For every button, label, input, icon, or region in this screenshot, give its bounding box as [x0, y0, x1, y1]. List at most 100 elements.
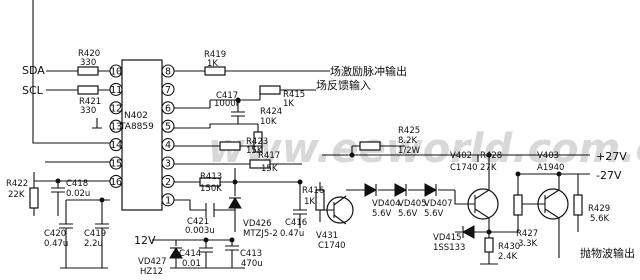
r416-value: 1K	[304, 197, 315, 207]
junction-dot	[203, 237, 209, 243]
c414-value: 0.01	[182, 259, 201, 269]
junction-dot	[556, 171, 562, 177]
c419-ref: C419	[84, 229, 106, 239]
capacitor-c417	[231, 100, 245, 124]
resistor-r417	[249, 159, 271, 169]
r413-ref: R413	[200, 172, 222, 182]
resistor-r424	[253, 131, 263, 153]
signal-scl: SCL	[22, 84, 44, 97]
ic-pin-number: 5	[165, 122, 171, 133]
r425-note: 1/2W	[398, 146, 421, 156]
right-top-wiring: R419 1K 场激励脉冲输出 R415 1K 场反馈输入 C417 1000P…	[134, 50, 407, 277]
c416-value: 0.47u	[280, 229, 304, 239]
label-yoke-out: 抛物波输出	[580, 246, 635, 260]
ic-pin-circle	[161, 174, 175, 188]
capacitor-c419	[95, 223, 109, 268]
label-drive-out: 场激励脉冲输出	[330, 64, 407, 78]
v431-value: C1740	[318, 241, 346, 251]
v403-value: A1940	[537, 163, 564, 173]
ic-pin-number: 14	[110, 140, 122, 151]
wire-pin5	[174, 123, 259, 132]
label-feedback-in: 场反馈输入	[316, 78, 371, 92]
c414-ref: C414	[179, 249, 201, 259]
r425-ref: R425	[398, 126, 420, 136]
signal-plus27v: +27V	[596, 150, 627, 163]
capacitor-c420	[59, 223, 73, 268]
junction-dot	[515, 171, 521, 177]
ic-pin-number: 3	[165, 159, 171, 170]
resistor-r430	[484, 237, 494, 253]
v402-ref: V402	[450, 151, 472, 161]
junction-dot	[486, 229, 492, 235]
ic-pin-number: 12	[110, 103, 122, 114]
r429-value: 5.6K	[590, 214, 610, 224]
capacitor-c416	[293, 182, 307, 228]
c419-value: 2.2u	[84, 239, 103, 249]
r420-ref: R420	[78, 49, 100, 59]
vd427-value: HZ12	[140, 267, 163, 277]
resistor-r429	[573, 194, 583, 216]
signal-12v: 12V	[134, 234, 156, 247]
junction-dot	[486, 152, 492, 158]
c420-ref: C420	[44, 229, 66, 239]
c421-ref: C421	[187, 217, 209, 227]
vd405-ref: VD405	[398, 199, 427, 209]
resistor-r425	[359, 141, 381, 151]
capacitor-c413	[225, 240, 239, 268]
ic-ref-label: N402	[124, 111, 148, 121]
r415-value: 1K	[283, 99, 294, 109]
junction-dot	[349, 152, 355, 158]
capacitor-c418	[51, 187, 65, 216]
ic-pin-circle	[109, 156, 123, 170]
junction-dot	[297, 179, 303, 185]
c420-value: 0.47u	[44, 239, 68, 249]
ic-pin-number: 7	[165, 85, 171, 96]
frame-wire-left	[32, 0, 110, 144]
resistor-r419	[204, 66, 226, 76]
zener-vd407	[424, 183, 438, 197]
transistor-v431-leads	[324, 195, 347, 225]
junction-dot	[99, 197, 105, 203]
r416-ref: R416	[302, 186, 324, 196]
signal-sda: SDA	[22, 64, 45, 77]
ic-pin-circle	[161, 82, 175, 96]
r417-ref: R417	[258, 151, 280, 161]
r430-ref: R430	[498, 242, 520, 252]
vd405-value: 5.6V	[398, 209, 418, 219]
vd415-ref: VD415	[433, 233, 462, 243]
ic-body	[121, 59, 163, 211]
r424-value: 10K	[260, 117, 277, 127]
v403-ref: V403	[537, 151, 559, 161]
c416-ref: C416	[285, 218, 307, 228]
vd404-value: 5.6V	[372, 209, 392, 219]
ground-symbol	[92, 118, 102, 129]
r421-value: 330	[80, 106, 96, 116]
left-wiring: R420 330 SDA R421 330 SCL R422 22K C418 …	[6, 0, 110, 269]
ic-pin-number: 2	[165, 177, 171, 188]
resistor-r413	[199, 177, 221, 187]
r417-value: 15K	[261, 164, 278, 174]
resistor-r422	[29, 187, 39, 209]
r422-value: 22K	[8, 190, 25, 200]
junction-dot	[235, 97, 241, 103]
vd427-ref: VD427	[138, 257, 167, 267]
ic-pin-number: 8	[165, 67, 171, 78]
ic-part-label: TA8859	[119, 122, 154, 132]
c413-ref: C413	[240, 249, 262, 259]
v431-ref: V431	[316, 231, 338, 241]
zener-vd426	[228, 197, 242, 209]
ic-pin-number: 15	[110, 159, 122, 170]
vd407-value: 5.6V	[424, 209, 444, 219]
c421-value: 0.003u	[185, 226, 215, 236]
r422-ref: R422	[6, 179, 28, 189]
wire-feedback	[174, 89, 316, 109]
v402-value: C1740	[450, 163, 478, 173]
c417-value: 1000P	[214, 99, 241, 109]
junction-dot	[229, 237, 235, 243]
ic-pin-number: 11	[110, 85, 122, 96]
r421-ref: R421	[79, 97, 101, 107]
ic-pin-circle	[161, 138, 175, 152]
r419-value: 1K	[207, 59, 218, 69]
ic-pin-circle	[161, 119, 175, 133]
